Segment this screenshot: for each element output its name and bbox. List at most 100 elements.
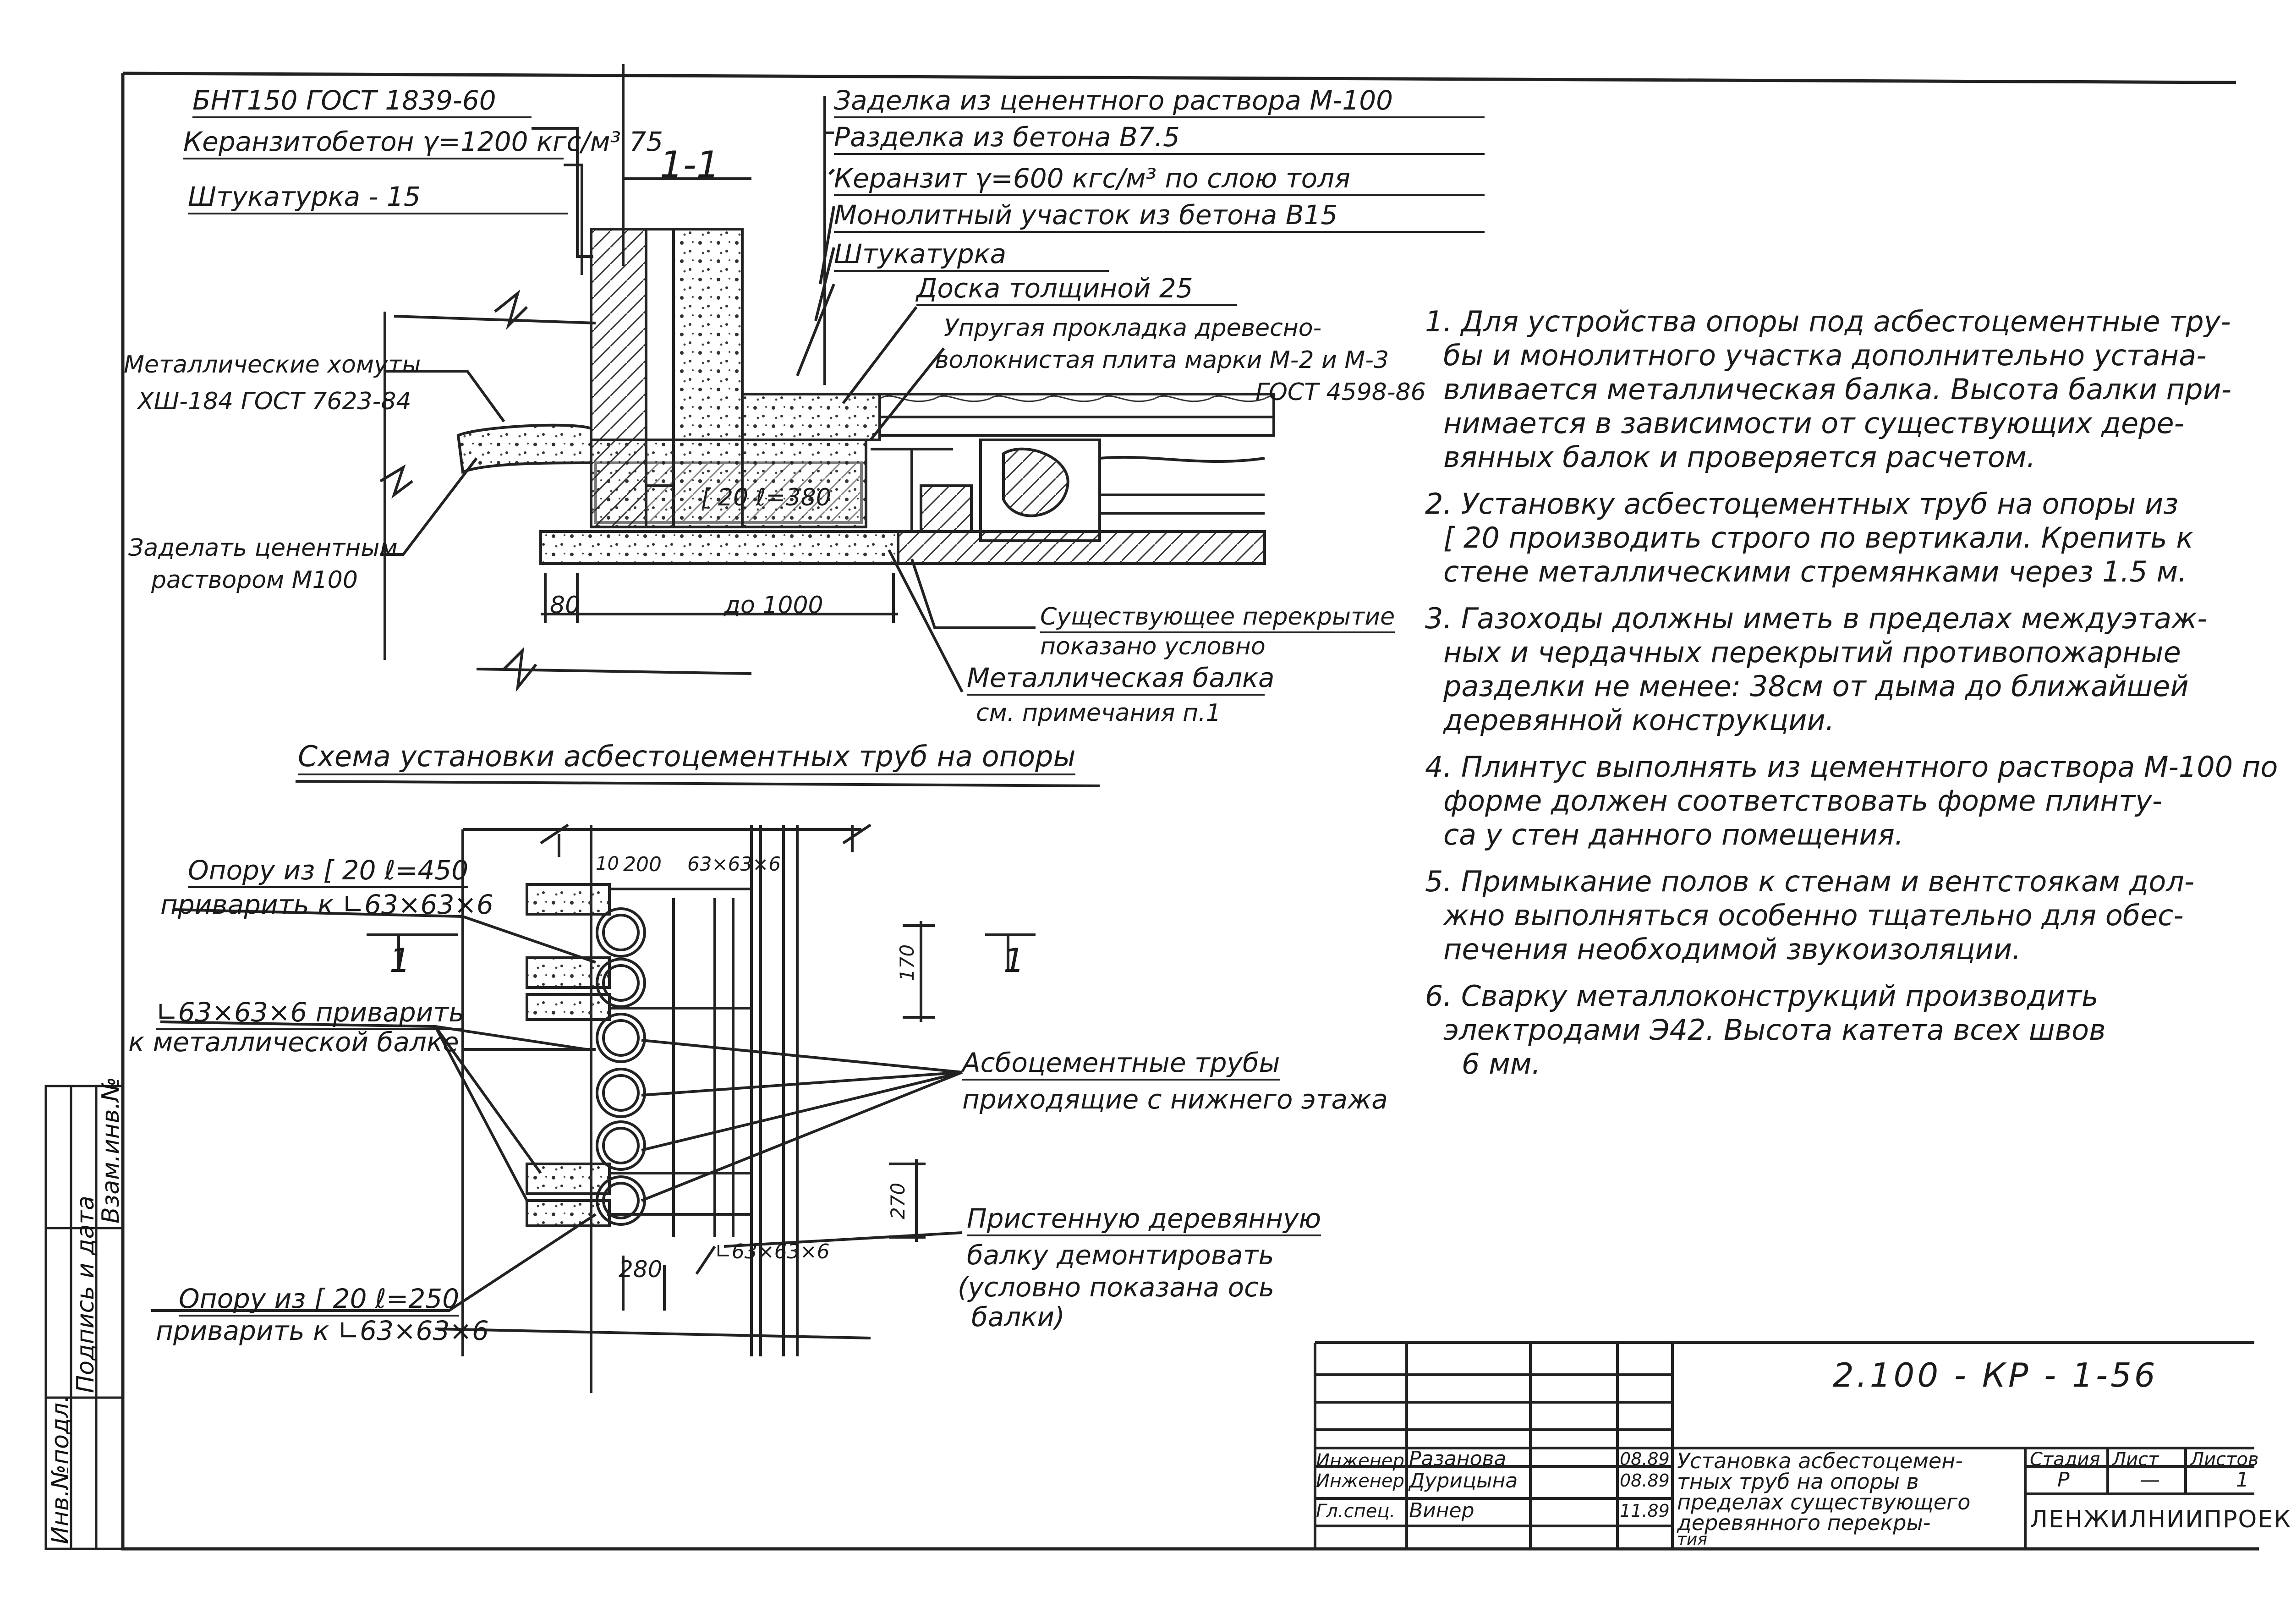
tb-stage-head: Стадия	[2030, 1449, 2100, 1470]
tb-date-3: 11.89	[1620, 1501, 1670, 1521]
stamp-inv-podl: Инв.№подл.	[47, 1395, 74, 1544]
tb-date-1: 08.89	[1620, 1449, 1670, 1469]
tb-name-2: Дурицына	[1409, 1469, 1518, 1492]
support-450-label-1: Опору из [ 20 ℓ=450	[188, 857, 469, 888]
section-marker-left: 1	[389, 941, 411, 980]
tb-name-1: Разанова	[1409, 1447, 1507, 1470]
floor-layer-label-4: Монолитный участок из бетона В15	[834, 202, 1485, 233]
note-line: разделки не менее: 38см от дыма до ближа…	[1443, 669, 2189, 703]
note-line: вливается металлическая балка. Высота ба…	[1443, 373, 2232, 406]
note-line: бы и монолитного участка дополнительно у…	[1443, 339, 2207, 372]
floor-layer-label-1: Заделка из ценентного раствора М-100	[834, 87, 1485, 118]
tb-sheets: 1	[2236, 1468, 2249, 1492]
support-250-label-2: приварить к ∟63×63×6	[156, 1315, 489, 1346]
clamps-label-2: ХШ-184 ГОСТ 7623-84	[137, 388, 411, 415]
dim-170: 170	[896, 944, 919, 982]
tb-role-2: Инженер	[1316, 1470, 1404, 1492]
note-line: деревянной конструкции.	[1443, 703, 1835, 737]
dimension-1000: до 1000	[724, 592, 823, 619]
tb-role-3: Гл.спец.	[1316, 1501, 1396, 1522]
tb-name-3: Винер	[1409, 1499, 1474, 1522]
seal-label-1: Заделать ценентным	[128, 534, 398, 562]
wall-beam-label-4: балки)	[971, 1301, 1065, 1333]
wall-layer-label-3: Штукатурка - 15	[188, 183, 568, 214]
metal-beam-label-1: Металлическая балка	[967, 664, 1275, 696]
metal-beam-label-2: см. примечания п.1	[976, 699, 1221, 727]
dim-280: 280	[619, 1256, 663, 1283]
drawing-code: 2.100 - КР - 1-56	[1833, 1356, 2158, 1394]
note-line: электродами Э42. Высота катета всех швов	[1443, 1013, 2106, 1047]
floor-layer-label-2: Разделка из бетона В7.5	[834, 124, 1485, 155]
section-marker-right: 1	[1003, 941, 1025, 980]
title-block-grid	[1314, 1341, 2254, 1549]
dim-63-top: 63×63×6	[687, 853, 781, 875]
dimension-80: 80	[550, 592, 581, 619]
note-line: 5. Примыкание полов к стенам и вентстояк…	[1425, 865, 2195, 898]
tb-sheet: —	[2140, 1468, 2160, 1492]
wall-beam-label-2: балку демонтировать	[967, 1240, 1274, 1271]
scheme-title: Схема установки асбестоцементных труб на…	[298, 742, 1076, 775]
floor-layer-label-3: Керанзит γ=600 кгс/м³ по слою толя	[834, 165, 1485, 196]
pipes-label-1: Асбоцементные трубы	[962, 1049, 1280, 1081]
tb-org: ЛЕНЖИЛНИИПРОЕКТ	[2030, 1506, 2291, 1533]
section-mark: 1-1	[660, 143, 720, 186]
pipes-label-2: приходящие с нижнего этажа	[962, 1084, 1388, 1115]
clamps-label-1: Металлические хомуты	[124, 351, 421, 379]
dim-200: 200	[623, 853, 662, 876]
angle-weld-label-2: к металлической балке	[128, 1026, 459, 1058]
tb-date-2: 08.89	[1620, 1470, 1670, 1491]
support-250-label-1: Опору из [ 20 ℓ=250	[179, 1285, 460, 1317]
dim-270: 270	[887, 1182, 910, 1220]
stamp-vzam-inv: Взам.инв.№	[97, 1077, 125, 1223]
note-line: 3. Газоходы должны иметь в пределах межд…	[1425, 602, 2208, 635]
tb-role-1: Инженер	[1316, 1450, 1404, 1471]
note-line: вянных балок и проверяется расчетом.	[1443, 440, 2036, 474]
tb-sheet-head: Лист	[2112, 1449, 2159, 1470]
note-line: жно выполняться особенно тщательно для о…	[1443, 899, 2184, 932]
existing-floor-label-2: показано условно	[1040, 633, 1266, 660]
side-stamp-boxes	[44, 1085, 124, 1550]
floor-layer-label-8: волокнистая плита марки М-2 и М-3	[935, 346, 1389, 374]
existing-floor-label-1: Существующее перекрытие	[1040, 605, 1395, 633]
note-line: 2. Установку асбестоцементных труб на оп…	[1425, 487, 2179, 521]
floor-layer-label-5: Штукатурка	[834, 241, 1109, 272]
seal-label-2: раствором М100	[151, 566, 358, 594]
note-line: нимается в зависимости от существующих д…	[1443, 406, 2184, 440]
note-line: 6. Сварку металлоконструкций производить	[1425, 979, 2099, 1013]
floor-layer-label-9: ГОСТ 4598-86	[1255, 379, 1426, 406]
pipe-circles	[596, 907, 646, 1226]
note-line: [ 20 производить строго по вертикали. Кр…	[1443, 521, 2193, 554]
note-line: 1. Для устройства опоры под асбестоцемен…	[1425, 305, 2231, 338]
tb-stage: Р	[2057, 1468, 2070, 1492]
tb-desc-4: деревянного перекры-	[1677, 1510, 1931, 1535]
stamp-signature-date: Подпись и дата	[72, 1196, 99, 1393]
wall-beam-label-3: (условно показана ось	[958, 1272, 1275, 1303]
floor-layer-label-6: Доска толщиной 25	[916, 275, 1237, 306]
floor-layer-label-7: Упругая прокладка древесно-	[944, 314, 1322, 342]
tb-sheets-head: Листов	[2190, 1449, 2259, 1470]
tb-desc-3: пределах существующего	[1677, 1490, 1971, 1514]
note-line: 4. Плинтус выполнять из цементного раств…	[1425, 750, 2278, 784]
support-450-label-2: приварить к ∟63×63×6	[160, 889, 493, 920]
dim-63-bottom: ∟63×63×6	[715, 1240, 830, 1263]
note-line: са у стен данного помещения.	[1443, 818, 1904, 851]
section-1-1	[379, 64, 1275, 693]
notes-block: 1. Для устройства опоры под асбестоцемен…	[1425, 305, 2278, 1081]
note-line: печения необходимой звукоизоляции.	[1443, 933, 2021, 966]
angle-weld-label-1: ∟63×63×6 приварить	[156, 999, 465, 1030]
tb-desc-1: Установка асбестоцемен-	[1677, 1448, 1963, 1473]
tb-desc-5: тия	[1677, 1530, 1708, 1549]
note-line: форме должен соответствовать форме плинт…	[1443, 784, 2163, 817]
wall-layer-label-1: БНТ150 ГОСТ 1839-60	[192, 87, 532, 118]
note-line: стене металлическими стремянками через 1…	[1443, 555, 2187, 588]
wall-beam-label-1: Пристенную деревянную	[967, 1205, 1321, 1236]
wall-layer-label-2: Керанзитобетон γ=1200 кгс/м³ 75	[183, 128, 663, 159]
scheme-plan	[151, 780, 1100, 1393]
dim-10: 10	[596, 853, 619, 874]
note-line: 6 мм.	[1462, 1047, 1541, 1081]
channel-label: [ 20 ℓ=380	[701, 484, 831, 511]
note-line: ных и чердачных перекрытий противопожарн…	[1443, 636, 2181, 669]
tb-desc-2: тных труб на опоры в	[1677, 1469, 1919, 1494]
